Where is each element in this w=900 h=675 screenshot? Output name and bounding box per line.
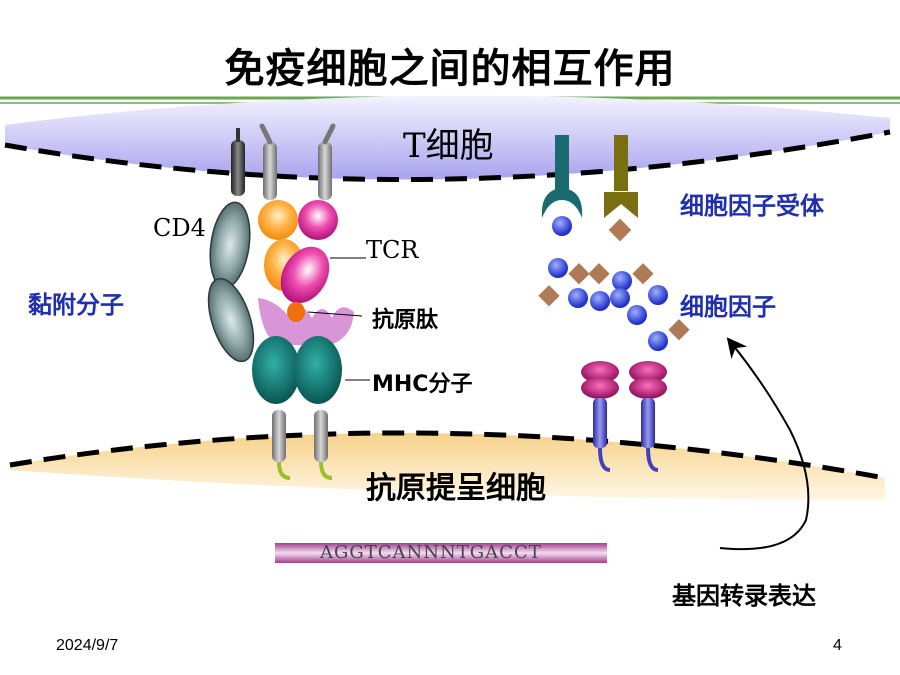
cd4-domain-upper (209, 201, 251, 289)
cd4-molecule (207, 128, 255, 363)
cd4-domain-lower (207, 277, 255, 363)
cd4-label: CD4 (153, 214, 206, 242)
slide-date: 2024/9/7 (56, 637, 119, 654)
antigen-peptide (287, 302, 305, 322)
cytokine-label: 细胞因子 (680, 293, 776, 321)
cytokine-cluster (538, 258, 690, 351)
peptide-label: 抗原肽 (372, 308, 439, 333)
apc-label: 抗原提呈细胞 (366, 471, 546, 506)
receptor-olive-stalk (614, 135, 628, 191)
cytokine-circle (648, 285, 668, 305)
cytokine-receptor-olive (604, 135, 638, 218)
cytokine-diamond (588, 263, 610, 285)
tcr-label: TCR (366, 236, 419, 264)
mhc-domain-right (294, 336, 342, 404)
dna-sequence: AGGTCANNNTGACCT (320, 542, 542, 563)
slide-page-number: 4 (833, 637, 842, 654)
tcr-complex (258, 200, 338, 304)
adhesion-molecule-label: 黏附分子 (28, 291, 124, 319)
apc-receptor-left-stalk (593, 398, 607, 448)
apc-membrane-edge (9, 430, 886, 481)
cytokine-diamond (632, 263, 654, 285)
apc-receptor-right-stalk (641, 398, 655, 448)
receptor-teal-stalk (555, 135, 569, 191)
apc-membrane (10, 432, 885, 500)
cytokine-circle (648, 331, 668, 351)
cytokine-diamond (568, 263, 590, 285)
cytokine-circle (548, 258, 568, 278)
cd4-stalk (231, 140, 245, 196)
receptor-olive-cup (604, 192, 638, 218)
slide-title: 免疫细胞之间的相互作用 (224, 46, 676, 92)
cytokine-diamond (538, 285, 560, 307)
mhc-stalk-right (314, 410, 328, 462)
t-cell-label: T细胞 (403, 126, 494, 166)
mhc-stalk-left (272, 410, 286, 462)
t-cell-membrane (5, 95, 890, 180)
mhc-molecule (252, 336, 342, 480)
tcr-stalk-left (263, 142, 277, 200)
cytokine-circle (552, 216, 572, 236)
cytokine-diamond (608, 218, 632, 242)
cytokine-circle (568, 288, 588, 308)
cytokine-circle (627, 305, 647, 325)
t-cell-membrane-edge (4, 129, 891, 183)
mhc-peptide-groove (258, 298, 354, 345)
apc-receptor-left (581, 361, 619, 472)
peptide-leader (307, 311, 363, 317)
cytokine-circle (590, 291, 610, 311)
apc-receptor-right (629, 361, 667, 472)
cytokine-circle (610, 288, 630, 308)
tcr-beta-upper (298, 200, 338, 240)
receptor-teal-cup (541, 188, 583, 218)
cytokine-receptor-teal (541, 135, 583, 218)
mhc-domain-left (252, 336, 300, 404)
tcr-stalk-right (318, 142, 332, 200)
cytokine-circle (612, 271, 632, 291)
dna-bar (275, 543, 607, 563)
expression-arrow (719, 337, 810, 551)
tcr-alpha-upper (258, 200, 298, 240)
cytokine-diamond (668, 319, 690, 341)
cytokine-receptor-label: 细胞因子受体 (680, 192, 824, 220)
mhc-label: MHC分子 (372, 372, 473, 397)
gene-expression-label: 基因转录表达 (672, 582, 816, 610)
tcr-beta-lower (280, 246, 330, 304)
tcr-stalks (259, 123, 336, 200)
